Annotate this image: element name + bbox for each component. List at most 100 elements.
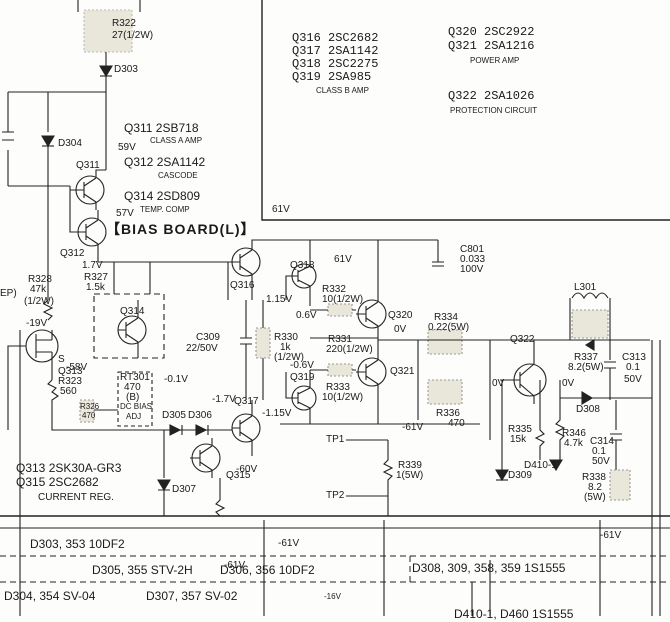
label-q320: Q320 (388, 310, 413, 321)
voltage-neg58v: -58V (66, 362, 88, 373)
value-r327: 1.5k (86, 282, 105, 293)
label-q322: Q322 (510, 334, 535, 345)
label-r323: R323 (58, 376, 82, 387)
label-r332: R332 (322, 284, 346, 295)
list-q321: Q321 2SA1216 (448, 39, 535, 53)
voltage-57v: 57V (116, 208, 134, 219)
watt-r328: (1/2W) (24, 296, 54, 307)
value-r337: 8.2(5W) (568, 362, 604, 373)
voltage-neg0-6v: -0.6V (290, 360, 314, 371)
label-q321: Q321 (390, 366, 415, 377)
label-q311-type: Q311 2SB718 (124, 121, 199, 135)
voltage-neg61v-bottom: -61V (278, 538, 300, 549)
voltage-neg0-1v: -0.1V (164, 374, 188, 385)
note-current-reg: CURRENT REG. (38, 492, 114, 503)
label-r338: R338 (582, 472, 606, 483)
label-q312-type: Q312 2SA1142 (124, 155, 206, 169)
diode-row4: D410-1, D460 1S1555 (454, 607, 574, 621)
label-r328: R328 (28, 274, 52, 285)
label-r330: R330 (274, 332, 298, 343)
voltage-neg1-15v: -1.15V (262, 408, 292, 419)
edge-label-ep: EP) (0, 288, 17, 299)
diode-row3b: D307, 357 SV-02 (146, 589, 238, 603)
voltage-c801: 100V (460, 264, 484, 275)
label-q314: Q314 (120, 306, 145, 317)
value-c801: 0.033 (460, 254, 486, 265)
voltage-59v: 59V (118, 142, 136, 153)
label-r339: R339 (398, 460, 422, 471)
label-q317: Q317 (234, 396, 259, 407)
voltage-0v-q322: 0V (492, 378, 505, 389)
label-dc-bias: DC BIAS (120, 402, 153, 411)
list-q320: Q320 2SC2922 (448, 25, 535, 39)
value-c314: 0.1 (592, 446, 606, 457)
label-r326: R326 (80, 402, 100, 411)
label-r331: R331 (328, 334, 352, 345)
label-tp1: TP1 (326, 434, 345, 445)
value-c309: 22/50V (186, 343, 218, 354)
value-c313: 0.1 (626, 362, 640, 373)
list-q316: Q316 2SC2682 (292, 31, 379, 45)
caption-power-amp: POWER AMP (470, 56, 520, 65)
value-r322: 27(1/2W) (112, 30, 154, 41)
voltage-c313: 50V (624, 374, 642, 385)
label-rt301: RT301 (120, 372, 150, 383)
value-r339: 1(5W) (396, 470, 424, 481)
label-c314: C314 (590, 436, 614, 447)
label-r336: R336 (436, 408, 460, 419)
label-r337: R337 (574, 352, 598, 363)
voltage-0-6v: 0.6V (296, 310, 317, 321)
label-d307: D307 (172, 484, 196, 495)
label-r335: R335 (508, 424, 532, 435)
list-q318: Q318 2SC2275 (292, 57, 379, 71)
value-r346: 4.7k (564, 438, 583, 449)
label-r346: R346 (562, 428, 586, 439)
label-d305: D305 (162, 410, 186, 421)
label-l301: L301 (574, 282, 597, 293)
label-q318: Q318 (290, 260, 315, 271)
label-q312: Q312 (60, 248, 85, 259)
voltage-c314: 50V (592, 456, 610, 467)
diode-row2c: D308, 309, 358, 359 1S1555 (412, 561, 566, 575)
label-q311: Q311 (76, 160, 100, 171)
caption-temp-comp: TEMP. COMP (140, 205, 190, 214)
label-d306: D306 (188, 410, 212, 421)
value-r334: 0.22(5W) (428, 322, 470, 333)
label-r334: R334 (434, 312, 458, 323)
label-c309: C309 (196, 332, 220, 343)
voltage-neg1-7v: -1.7V (212, 394, 236, 405)
value-r338: 8.2 (588, 482, 602, 493)
caption-protection: PROTECTION CIRCUIT (450, 106, 538, 115)
voltage-0v-out: 0V (562, 378, 575, 389)
bias-board-title: 【BIAS BOARD(L)】 (106, 221, 256, 237)
list-q319: Q319 2SA985 (292, 70, 372, 84)
value-r323: 560 (60, 386, 77, 397)
label-r333: R333 (326, 382, 350, 393)
value-rt301: 470 (124, 382, 141, 393)
label-q315: Q315 (226, 470, 251, 481)
label-c313: C313 (622, 352, 646, 363)
diode-row2b: D306, 356 10DF2 (220, 563, 315, 577)
value-r331: 220(1/2W) (326, 344, 373, 355)
voltage-61v-rail: 61V (334, 254, 352, 265)
label-d308: D308 (576, 404, 600, 415)
note-q315: Q315 2SC2682 (16, 475, 99, 489)
value-r332: 10(1/2W) (322, 294, 364, 305)
diode-row2a: D305, 355 STV-2H (92, 563, 193, 577)
value-r330: 1k (280, 342, 291, 353)
voltage-0v-q320: 0V (394, 324, 407, 335)
diode-row3a: D304, 354 SV-04 (4, 589, 96, 603)
label-d410: D410-1 (524, 460, 557, 471)
list-q322: Q322 2SA1026 (448, 89, 535, 103)
diode-row1: D303, 353 10DF2 (30, 537, 125, 551)
note-q313: Q313 2SK30A-GR3 (16, 461, 122, 475)
label-d303: D303 (114, 64, 138, 75)
label-c801: C801 (460, 244, 484, 255)
voltage-61v-top: 61V (272, 204, 290, 215)
label-q319: Q319 (290, 372, 315, 383)
voltage-1-15v: 1.15V (266, 294, 293, 305)
caption-class-a: CLASS A AMP (150, 136, 203, 145)
label-r327: R327 (84, 272, 108, 283)
